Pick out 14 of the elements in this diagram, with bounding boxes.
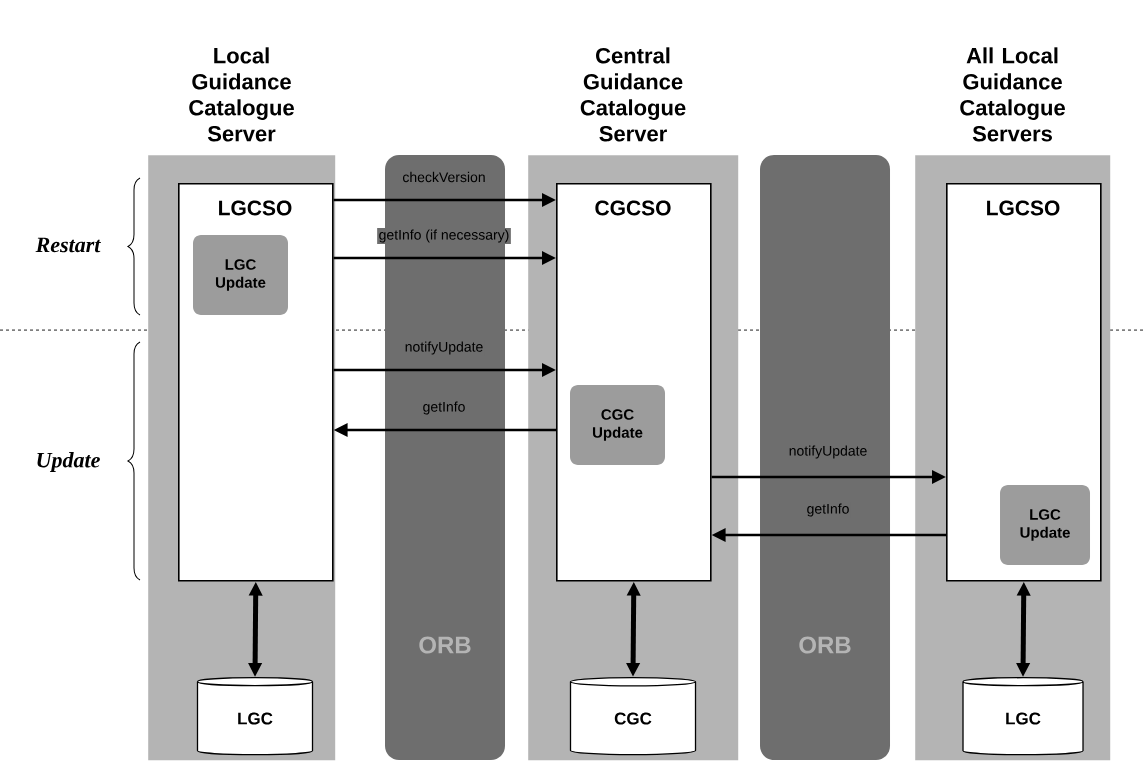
node-label: All Local Guidance Catalogue Servers	[960, 47, 1065, 142]
phase-label: Restart	[35, 237, 101, 253]
node-label: Central Guidance Catalogue Server	[580, 47, 686, 142]
edge-label: checkVersion	[400, 170, 488, 184]
database-cylinder: LGC	[962, 677, 1084, 756]
phase-label: Update	[37, 452, 100, 472]
update-box: LGC Update	[193, 235, 288, 315]
orb-label: ORB	[799, 636, 851, 654]
database-cylinder: CGC	[569, 676, 697, 756]
update-box: LGC Update	[1000, 485, 1090, 565]
database-cylinder: LGC	[196, 677, 314, 756]
node-label: Local Guidance Catalogue Server	[189, 47, 294, 142]
orb-label: ORB	[419, 636, 471, 654]
update-box: CGC Update	[570, 385, 665, 465]
